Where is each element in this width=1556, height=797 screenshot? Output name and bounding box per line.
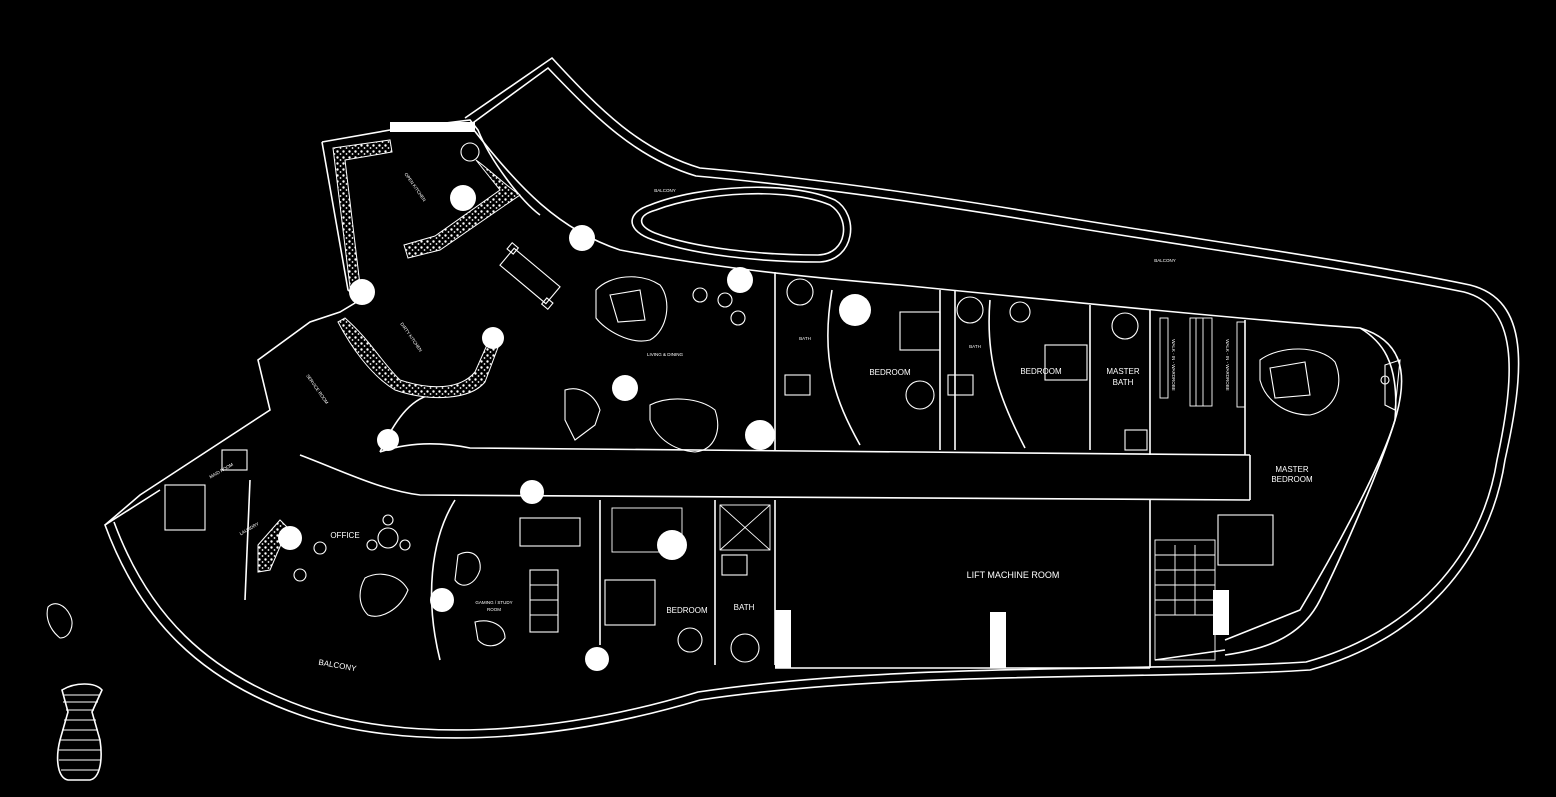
- label-balcony-top: BALCONY: [654, 188, 676, 193]
- misc-furniture: [460, 142, 1401, 653]
- site-objects: [46, 603, 103, 781]
- oval-pool: [631, 186, 852, 263]
- label-lift-machine-room: LIFT MACHINE ROOM: [967, 570, 1060, 580]
- outer-balcony-outline: [104, 56, 1520, 739]
- label-laundry: LAUNDRY: [239, 521, 260, 536]
- label-master-bedroom-2: BEDROOM: [1271, 475, 1313, 484]
- label-service-room: SERVICE ROOM: [305, 373, 329, 405]
- label-walk-in-2: WALK - IN - WARDROBE: [1225, 339, 1230, 390]
- label-master-bath-2: BATH: [1113, 378, 1134, 387]
- label-walk-in-1: WALK - IN - WARDROBE: [1171, 339, 1176, 390]
- label-bedroom-3: BEDROOM: [666, 606, 708, 615]
- interior-walls: [104, 119, 1403, 669]
- wardrobes: [1159, 317, 1246, 408]
- label-living-dining: LIVING & DINING: [647, 352, 684, 357]
- office-furniture: [293, 514, 411, 582]
- lounge-furniture: [359, 276, 1340, 647]
- label-gaming-1: GAMING / STUDY: [475, 600, 512, 605]
- bath-fixtures: [221, 278, 1148, 663]
- label-bath-2: BATH: [969, 344, 981, 349]
- staircase: [1154, 539, 1226, 661]
- label-gaming-2: ROOM: [487, 607, 501, 612]
- game-tables: [519, 517, 581, 633]
- kitchen-counters: [257, 139, 521, 573]
- dining-table: [499, 242, 561, 310]
- label-open-kitchen: OPEN KITCHEN: [403, 172, 426, 203]
- lift-shaft: [611, 504, 771, 553]
- beds: [164, 311, 1274, 626]
- label-balcony-bottom: BALCONY: [318, 658, 358, 674]
- label-dirty-kitchen: DIRTY KITCHEN: [399, 322, 423, 353]
- label-bath-1: BATH: [799, 336, 811, 341]
- label-office: OFFICE: [330, 531, 359, 540]
- label-bath-3: BATH: [734, 603, 755, 612]
- label-balcony-right: BALCONY: [1154, 258, 1176, 263]
- column-markers: [278, 185, 871, 671]
- label-master-bedroom-1: MASTER: [1275, 465, 1309, 474]
- label-master-bath-1: MASTER: [1106, 367, 1140, 376]
- striped-sculpture: [56, 683, 103, 781]
- label-bedroom-1: BEDROOM: [869, 368, 911, 377]
- label-maid-room: MAID ROOM: [209, 462, 235, 480]
- solid-blocks: [390, 122, 1229, 668]
- label-bedroom-2: BEDROOM: [1020, 367, 1062, 376]
